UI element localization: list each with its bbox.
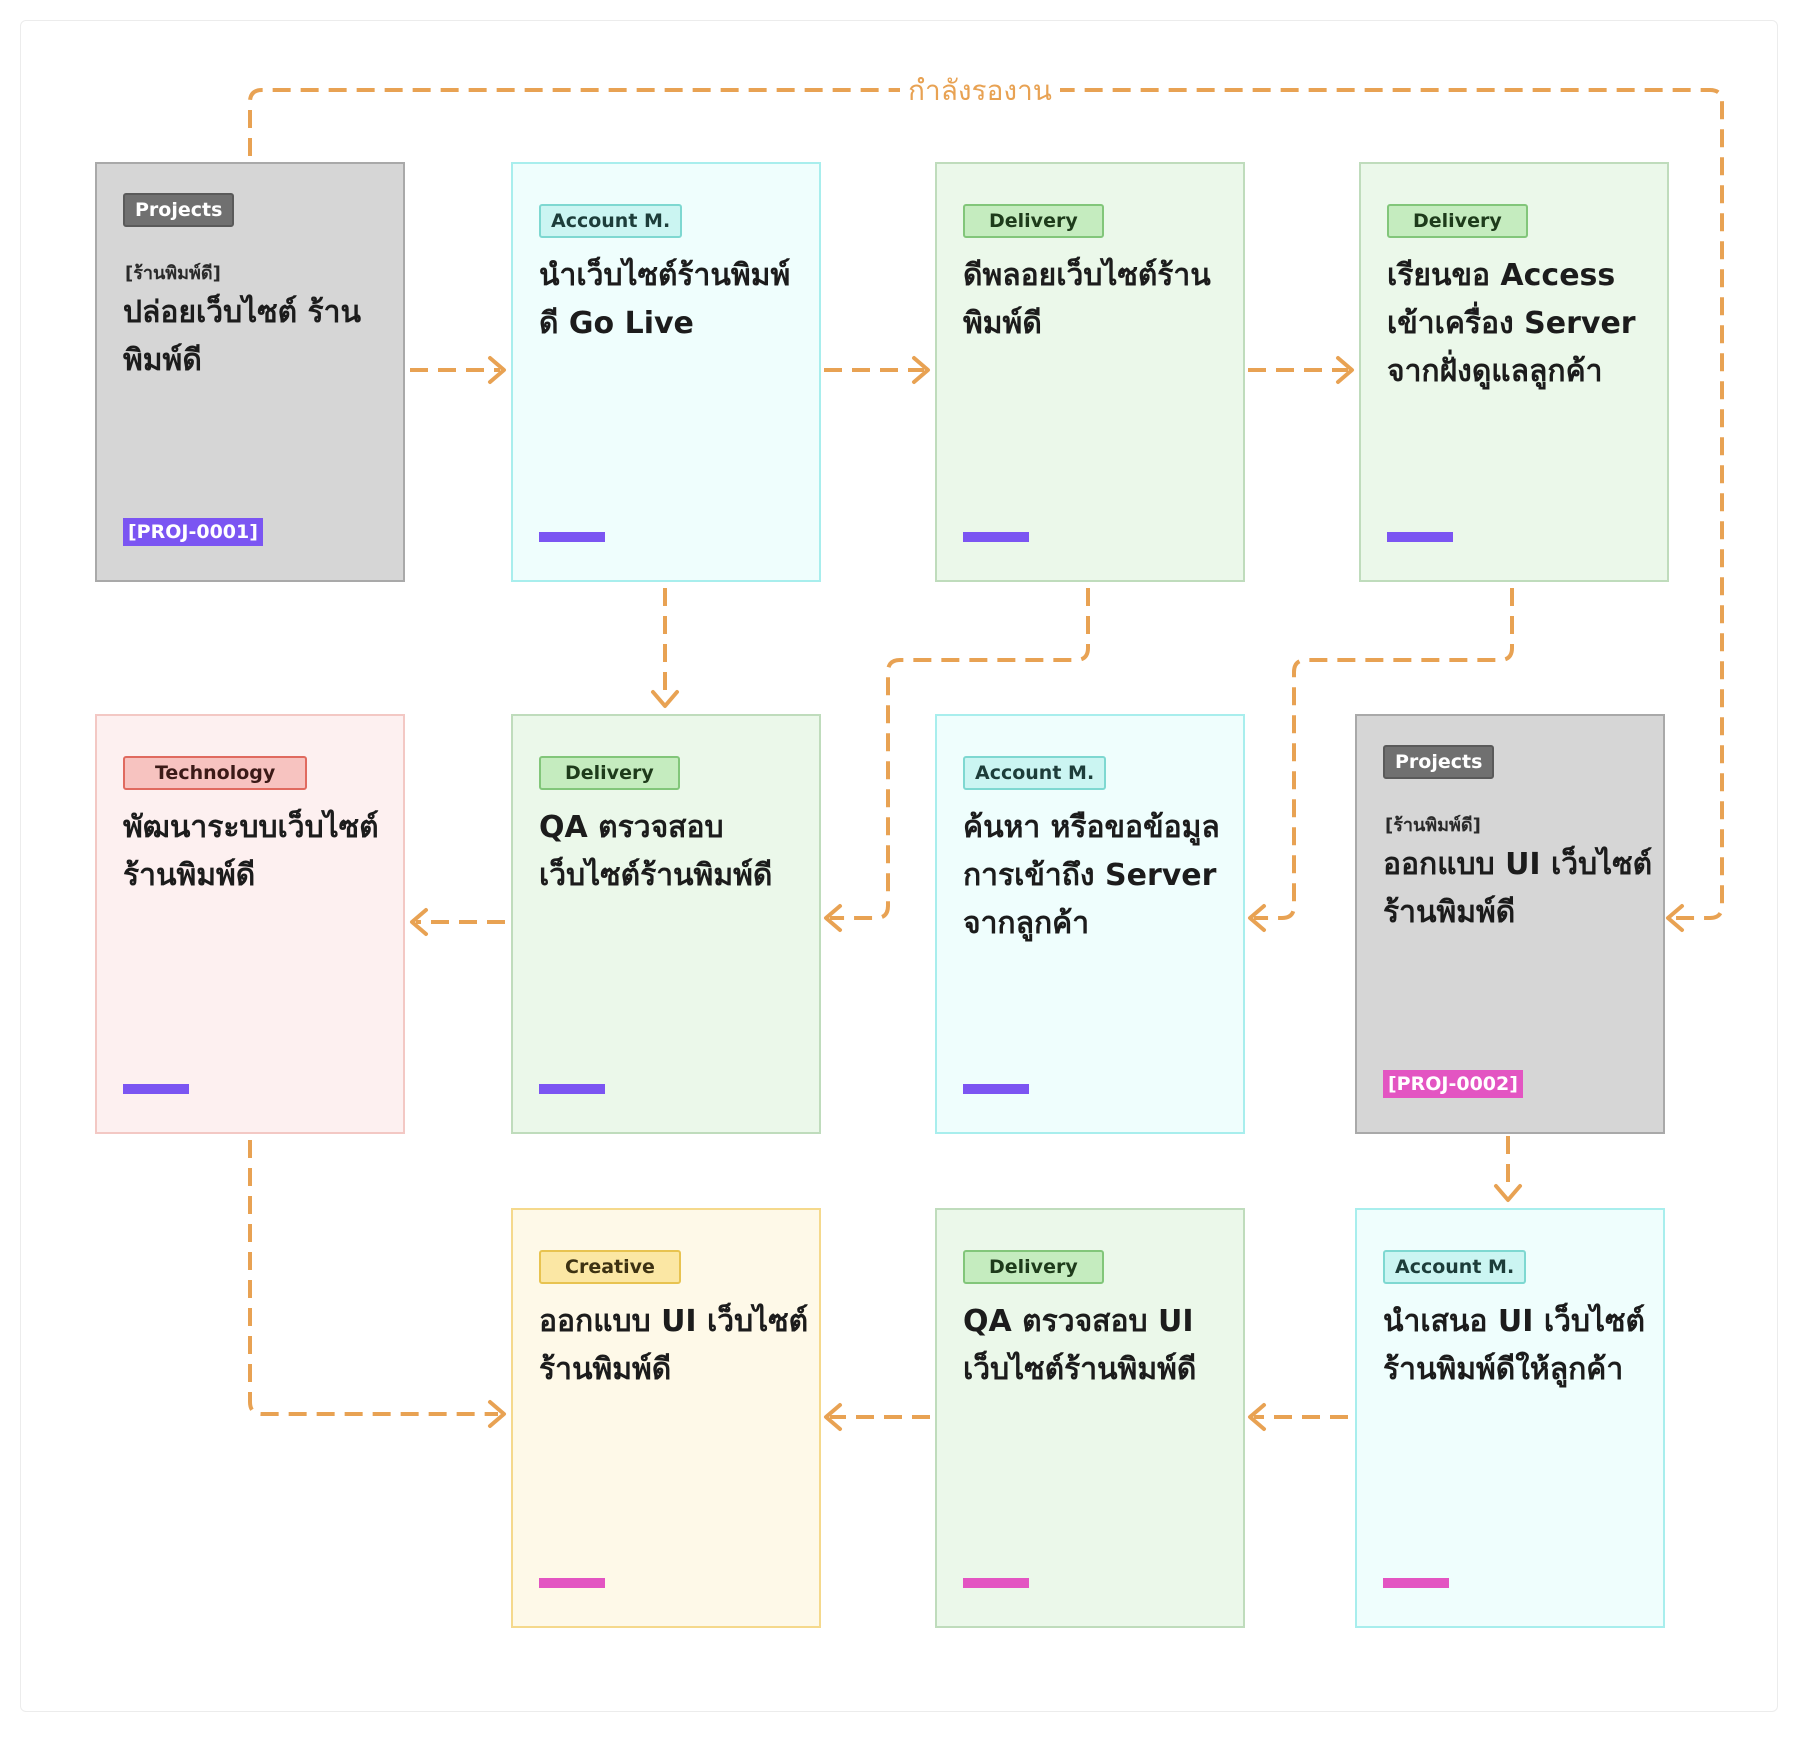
card-c7[interactable]: Account M. ค้นหา หรือขอข้อมูล การเข้าถึง… (935, 714, 1245, 1134)
card-tag: Account M. (1383, 1250, 1527, 1284)
arrowhead-c3-c6 (824, 904, 842, 932)
arrowhead-c2-c6 (651, 690, 679, 708)
card-c5[interactable]: Technology พัฒนาระบบเว็บไซต์ ร้านพิมพ์ดี (95, 714, 405, 1134)
card-tag: Delivery (963, 204, 1104, 238)
card-c11[interactable]: Account M. นำเสนอ UI เว็บไซต์ ร้านพิมพ์ด… (1355, 1208, 1665, 1628)
card-tag: Delivery (1387, 204, 1528, 238)
card-c2[interactable]: Account M. นำเว็บไซต์ร้านพิมพ์ดี Go Live (511, 162, 821, 582)
card-tag: Creative (539, 1250, 681, 1284)
card-title: ออกแบบ UI เว็บไซต์ร้านพิมพ์ดี (1383, 847, 1653, 930)
arrowhead-c11-c10 (1248, 1403, 1266, 1431)
loop-label: กำลังรองาน (900, 71, 1060, 111)
project-code: [PROJ-0001] (123, 518, 263, 546)
card-tag: Account M. (539, 204, 683, 238)
card-tag: Delivery (539, 756, 680, 790)
arrowhead-c10-c9 (824, 1403, 842, 1431)
diagram-frame (20, 20, 1778, 1712)
card-title: นำเสนอ UI เว็บไซต์ ร้านพิมพ์ดีให้ลูกค้า (1383, 1304, 1645, 1387)
card-marker (539, 1084, 605, 1094)
arrowhead-loop (1666, 904, 1684, 932)
card-tag: Projects (1383, 745, 1495, 779)
card-marker (963, 1084, 1029, 1094)
card-title: ออกแบบ UI เว็บไซต์ร้านพิมพ์ดี (539, 1304, 809, 1387)
card-subtitle: [ร้านพิมพ์ดี] (125, 263, 221, 284)
card-c9[interactable]: Creative ออกแบบ UI เว็บไซต์ร้านพิมพ์ดี (511, 1208, 821, 1628)
card-c10[interactable]: Delivery QA ตรวจสอบ UI เว็บไซต์ร้านพิมพ์… (935, 1208, 1245, 1628)
card-title: ปล่อยเว็บไซต์ ร้านพิมพ์ดี (123, 295, 362, 378)
card-tag: Delivery (963, 1250, 1104, 1284)
card-title: นำเว็บไซต์ร้านพิมพ์ดี Go Live (539, 258, 791, 341)
card-subtitle: [ร้านพิมพ์ดี] (1385, 815, 1481, 836)
card-marker (963, 1578, 1029, 1588)
arrow-c5-c9 (248, 1140, 498, 1416)
arrowhead-c5-c9 (488, 1400, 506, 1428)
card-title: เรียนขอ Access เข้าเครื่อง Server จากฝั่… (1387, 258, 1636, 389)
arrowhead-c6-c5 (410, 908, 428, 936)
card-title: พัฒนาระบบเว็บไซต์ ร้านพิมพ์ดี (123, 810, 379, 893)
card-c4[interactable]: Delivery เรียนขอ Access เข้าเครื่อง Serv… (1359, 162, 1669, 582)
card-tag: Projects (123, 193, 235, 227)
arrow-c3-c6 (830, 588, 1090, 920)
card-tag: Technology (123, 756, 308, 790)
card-c6[interactable]: Delivery QA ตรวจสอบ เว็บไซต์ร้านพิมพ์ดี (511, 714, 821, 1134)
arrowhead-c8-c11 (1494, 1184, 1522, 1202)
card-marker (539, 532, 605, 542)
arrowhead-c2-c3 (912, 356, 930, 384)
card-title: QA ตรวจสอบ เว็บไซต์ร้านพิมพ์ดี (539, 810, 773, 893)
card-marker (963, 532, 1029, 542)
arrowhead-c4-c7 (1248, 904, 1266, 932)
arrowhead-c1-c2 (488, 356, 506, 384)
card-marker (123, 1084, 189, 1094)
card-title: QA ตรวจสอบ UI เว็บไซต์ร้านพิมพ์ดี (963, 1304, 1197, 1387)
card-title: ค้นหา หรือขอข้อมูล การเข้าถึง Server จาก… (963, 810, 1220, 941)
card-title: ดีพลอยเว็บไซต์ร้าน พิมพ์ดี (963, 258, 1211, 341)
card-tag: Account M. (963, 756, 1107, 790)
card-c8[interactable]: Projects [ร้านพิมพ์ดี] ออกแบบ UI เว็บไซต… (1355, 714, 1665, 1134)
arrowhead-c3-c4 (1336, 356, 1354, 384)
card-c3[interactable]: Delivery ดีพลอยเว็บไซต์ร้าน พิมพ์ดี (935, 162, 1245, 582)
card-marker (1387, 532, 1453, 542)
card-marker (1383, 1578, 1449, 1588)
arrow-c4-c7 (1254, 588, 1514, 920)
project-code: [PROJ-0002] (1383, 1070, 1523, 1098)
card-marker (539, 1578, 605, 1588)
card-c1[interactable]: Projects [ร้านพิมพ์ดี] ปล่อยเว็บไซต์ ร้า… (95, 162, 405, 582)
arrow-loop-top (248, 88, 1724, 920)
